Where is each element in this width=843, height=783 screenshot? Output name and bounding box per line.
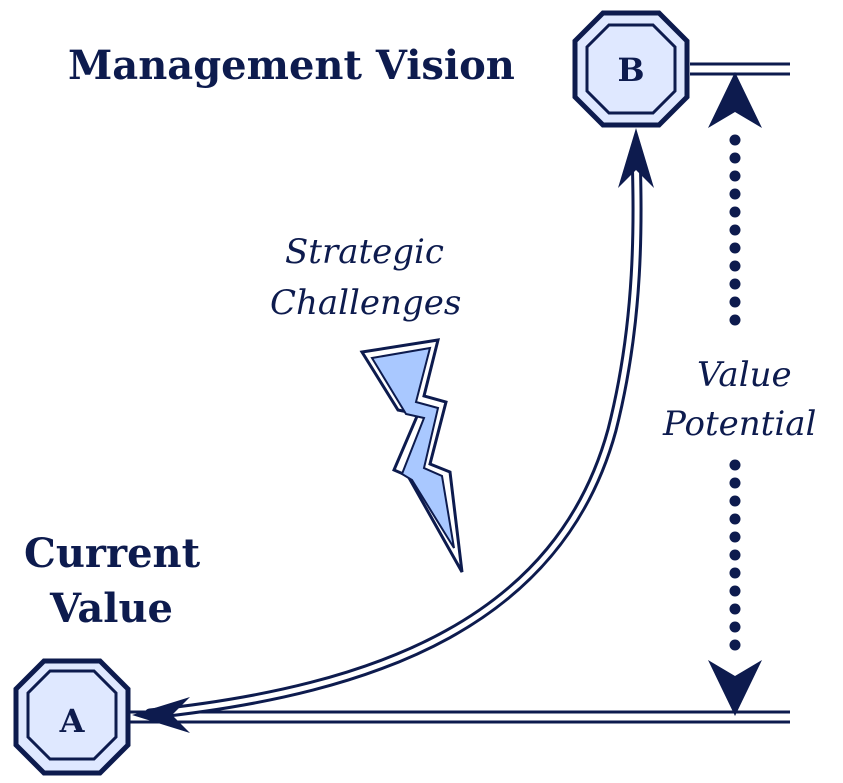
baseline-current	[130, 710, 790, 724]
dot	[729, 513, 741, 525]
dotted-line-upper	[729, 134, 741, 326]
arrowhead-left-to-a	[132, 697, 190, 733]
lightning-bolt-icon	[359, 338, 464, 573]
dot	[729, 296, 741, 308]
node-b-letter: B	[617, 51, 644, 89]
dotted-line-lower	[729, 459, 741, 651]
node-b: B	[572, 10, 690, 128]
management-vision-label: Management Vision	[68, 42, 515, 89]
strategic-challenges-label-line2: Challenges	[270, 283, 462, 323]
arrowhead-up-to-b	[618, 128, 654, 188]
baseline-vision	[690, 62, 790, 76]
dot	[729, 152, 741, 164]
dot	[729, 567, 741, 579]
dot	[729, 531, 741, 543]
node-a-letter: A	[59, 702, 86, 740]
dot	[729, 170, 741, 182]
dot	[729, 621, 741, 633]
dot	[729, 206, 741, 218]
dot	[729, 188, 741, 200]
node-a: A	[13, 658, 131, 776]
value-potential-label-line1: Value	[697, 355, 792, 395]
dot	[729, 549, 741, 561]
dot	[729, 459, 741, 471]
dot	[729, 134, 741, 146]
growth-path	[144, 144, 643, 720]
current-value-label-line1: Current	[24, 530, 201, 577]
dot	[729, 477, 741, 489]
dot	[729, 314, 741, 326]
current-value-label-line2: Value	[50, 585, 174, 632]
value-potential-label-line2: Potential	[663, 404, 817, 444]
dot	[729, 260, 741, 272]
dot	[729, 224, 741, 236]
dot	[729, 242, 741, 254]
value-potential-arrow	[708, 72, 762, 716]
dot	[729, 585, 741, 597]
strategic-challenges-label-line1: Strategic	[285, 232, 444, 272]
dot	[729, 639, 741, 651]
dot	[729, 495, 741, 507]
dot	[729, 603, 741, 615]
dot	[729, 278, 741, 290]
